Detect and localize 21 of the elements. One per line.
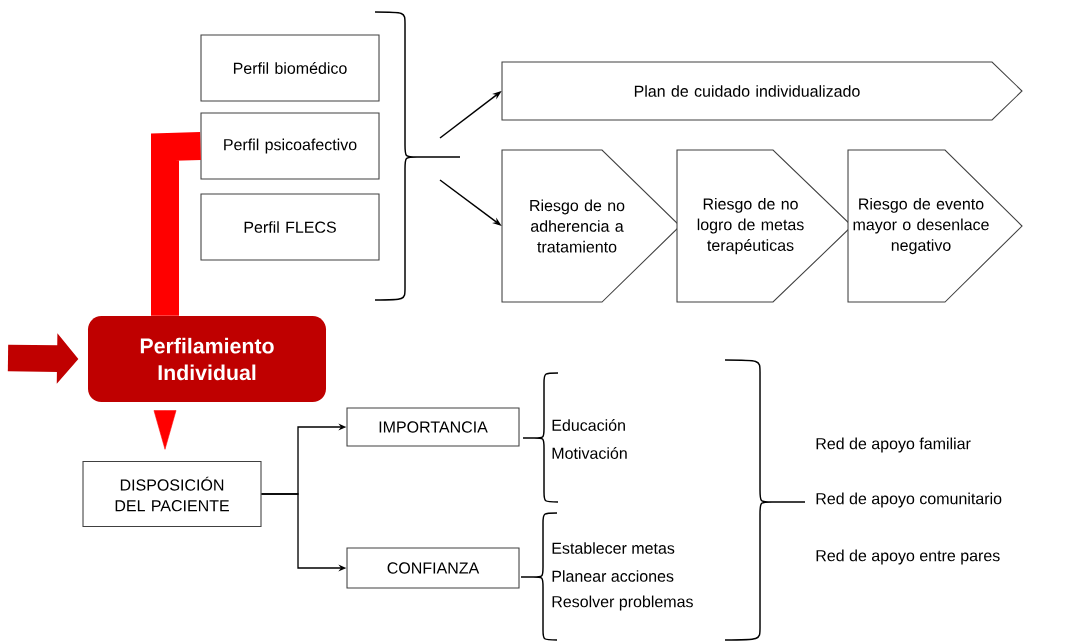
highlight-box: Perfilamiento Individual [88,316,326,402]
triangle-arrow [153,410,177,450]
chevron-box: Riesgo de no logro de metas terapéuticas [676,149,853,303]
process-box: CONFIANZA [346,547,520,589]
list-item: Establecer metas [552,542,675,554]
list-item: Motivación [552,447,627,459]
network-label: Red de apoyo comunitario [816,492,1002,508]
chevron-box: Riesgo de no adherencia a tratamiento [501,149,681,303]
process-box: Perfil psicoafectivo [200,112,380,180]
network-label: Red de apoyo entre pares [816,549,1000,565]
connector-bar [151,132,201,316]
chevron-box: Plan de cuidado individualizado [501,61,1023,121]
list-item: Resolver problemas [552,595,693,611]
list-item: Educación [552,419,625,431]
network-label: Red de apoyo familiar [816,437,971,453]
process-box: DISPOSICIÓN DEL PACIENTE [82,460,262,528]
process-box: IMPORTANCIA [346,407,520,447]
process-box: Perfil FLECS [200,193,380,261]
list-item: Planear acciones [552,570,674,582]
chevron-box: Riesgo de evento mayor o desenlace negativo [847,149,1023,303]
process-box: Perfil biomédico [200,34,380,102]
